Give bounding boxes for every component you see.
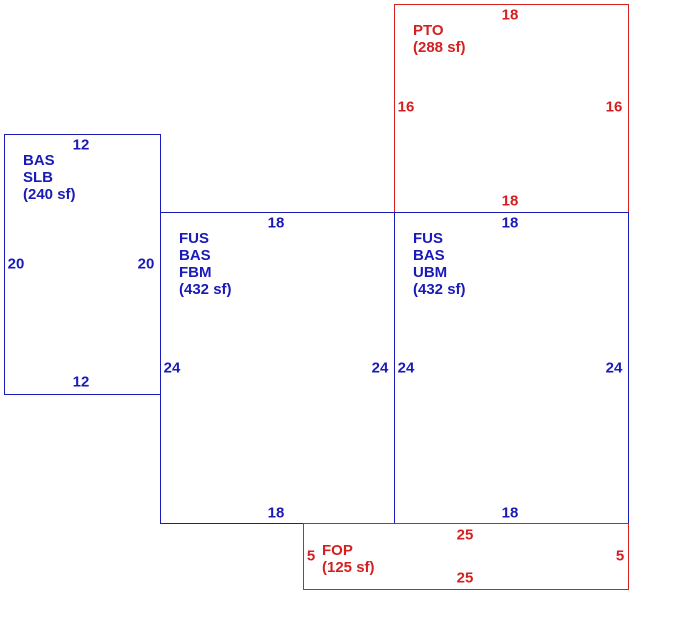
- dim-ubm-right: 24: [605, 359, 623, 377]
- dim-slb-right: 20: [137, 255, 155, 273]
- area-code: PTO: [413, 22, 444, 39]
- area-code: FUS: [179, 230, 209, 247]
- area-code: SLB: [23, 169, 53, 186]
- area-code: BAS: [413, 247, 445, 264]
- dim-slb-top: 12: [72, 136, 90, 154]
- area-code: FBM: [179, 264, 212, 281]
- dim-fbm-top: 18: [267, 214, 285, 232]
- dim-fbm-right: 24: [371, 359, 389, 377]
- dim-pto-bottom: 18: [501, 192, 519, 210]
- area-code: UBM: [413, 264, 448, 281]
- area-code: FUS: [413, 230, 443, 247]
- dim-fop-top: 25: [456, 526, 474, 544]
- dim-ubm-left: 24: [397, 359, 415, 377]
- dim-ubm-top: 18: [501, 214, 519, 232]
- area-size: (288 sf): [413, 39, 466, 56]
- area-size: (432 sf): [179, 281, 232, 298]
- dim-pto-left: 16: [397, 98, 415, 116]
- dim-fbm-bottom: 18: [267, 504, 285, 522]
- dim-slb-left: 20: [7, 255, 25, 273]
- area-code: FOP: [322, 542, 353, 559]
- area-fbm-label: FUS BAS FBM (432 sf): [179, 230, 232, 298]
- dim-fop-right: 5: [615, 547, 625, 565]
- area-code: BAS: [23, 152, 55, 169]
- dim-ubm-bottom: 18: [501, 504, 519, 522]
- area-ubm-label: FUS BAS UBM (432 sf): [413, 230, 466, 298]
- area-code: BAS: [179, 247, 211, 264]
- dim-pto-top: 18: [501, 6, 519, 24]
- dim-fop-bottom: 25: [456, 569, 474, 587]
- dim-pto-right: 16: [605, 98, 623, 116]
- dim-fop-left: 5: [306, 547, 316, 565]
- dim-slb-bottom: 12: [72, 373, 90, 391]
- dim-fbm-left: 24: [163, 359, 181, 377]
- area-size: (432 sf): [413, 281, 466, 298]
- area-slb-label: BAS SLB (240 sf): [23, 152, 76, 203]
- area-fop-label: FOP (125 sf): [322, 542, 375, 576]
- area-size: (125 sf): [322, 559, 375, 576]
- area-pto-label: PTO (288 sf): [413, 22, 466, 56]
- area-size: (240 sf): [23, 186, 76, 203]
- area-fop: [303, 523, 629, 590]
